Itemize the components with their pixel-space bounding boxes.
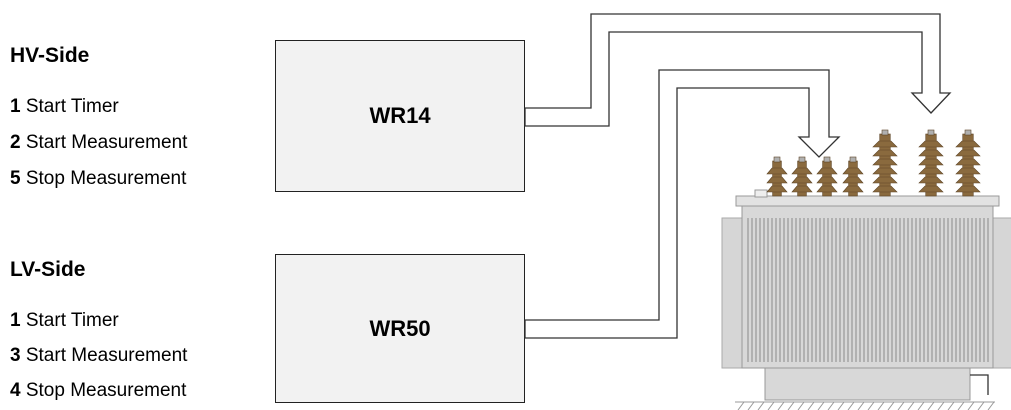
hv-step-3: 5 Stop Measurement	[10, 168, 187, 189]
lv-bushing-3	[816, 156, 838, 197]
lv-bushing-2	[791, 156, 813, 197]
lv-cable	[524, 69, 841, 339]
wr14-device-box: WR14	[275, 40, 525, 192]
hv-bushing-3	[955, 129, 981, 197]
lv-bushing-1	[766, 156, 788, 197]
hv-step-2: 2 Start Measurement	[10, 132, 188, 153]
hv-step-1: 1 Start Timer	[10, 96, 119, 117]
lv-step-2: 3 Start Measurement	[10, 345, 188, 366]
lv-step-1: 1 Start Timer	[10, 310, 119, 331]
lv-bushing-4	[842, 156, 864, 197]
transformer-image	[721, 129, 1011, 410]
wr50-device-box: WR50	[275, 254, 525, 403]
lv-step-3: 4 Stop Measurement	[10, 380, 187, 401]
wr50-label: WR50	[369, 315, 431, 341]
wr14-label: WR14	[369, 103, 431, 128]
hv-side-title: HV-Side	[10, 44, 90, 67]
hv-bushing-1	[872, 129, 898, 197]
hv-cable	[524, 13, 952, 127]
ground-hatch	[735, 401, 995, 410]
lv-side-title: LV-Side	[10, 258, 86, 281]
hv-bushing-2	[918, 129, 944, 197]
